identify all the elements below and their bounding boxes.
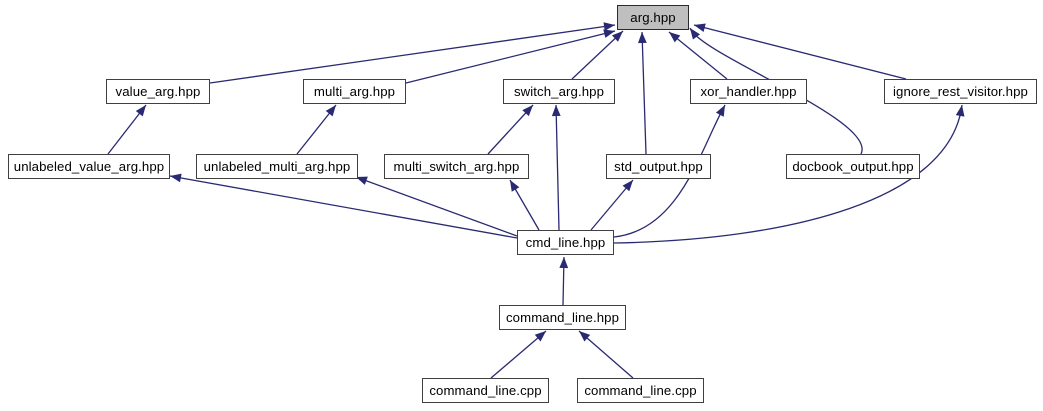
edge-arrowhead [622,180,633,192]
edge-unlabeled_multi_arg-to-multi_arg [296,104,337,155]
edge-value_arg-to-arg [209,24,616,84]
edge-arrowhead [135,105,146,117]
graph-node-xor_handler[interactable]: xor_handler.hpp [690,79,807,104]
edge-command_line_cpp_2-to-command_line_hpp [578,330,634,379]
edge-arrowhead [551,105,561,117]
edge-cmd_line-to-unlabeled_value_arg [169,175,518,239]
graph-node-label: command_line.hpp [505,309,620,325]
edge-arrowhead [603,22,615,31]
graph-node-label: multi_arg.hpp [313,83,396,99]
edge-arrowhead [694,23,706,32]
graph-node-command_line_cpp_2[interactable]: command_line.cpp [577,378,704,403]
graph-node-label: unlabeled_multi_arg.hpp [203,158,351,174]
graph-node-label: ignore_rest_visitor.hpp [893,83,1028,99]
edge-xor_handler-to-arg [668,31,728,80]
graph-node-label: xor_handler.hpp [700,83,797,99]
edge-multi_arg-to-arg [405,30,616,84]
graph-node-label: command_line.cpp [584,382,697,398]
graph-node-label: unlabeled_value_arg.hpp [13,158,165,174]
graph-node-std_output[interactable]: std_output.hpp [606,154,711,179]
graph-node-value_arg[interactable]: value_arg.hpp [106,79,210,104]
edge-arrowhead [559,257,569,269]
graph-node-label: cmd_line.hpp [525,234,606,250]
graph-node-label: command_line.cpp [429,382,542,398]
graph-node-command_line_hpp[interactable]: command_line.hpp [499,305,626,330]
edge-cmd_line-to-switch_arg [555,104,560,231]
edge-arrowhead [690,28,701,40]
graph-node-label: std_output.hpp [614,158,703,174]
edge-arrowhead [715,105,725,117]
graph-node-label: multi_switch_arg.hpp [393,158,520,174]
edge-arrowhead [170,173,182,183]
edge-arrowhead [955,105,965,117]
edge-arrowhead [611,31,623,42]
graph-node-label: docbook_output.hpp [792,158,914,174]
edge-cmd_line-to-unlabeled_multi_arg [355,176,518,237]
graph-node-multi_switch_arg[interactable]: multi_switch_arg.hpp [384,154,529,179]
edge-cmd_line-to-multi_switch_arg [509,179,540,231]
edge-command_line_hpp-to-cmd_line [562,256,565,306]
edge-arrowhead [510,180,520,192]
graph-node-multi_arg[interactable]: multi_arg.hpp [303,79,406,104]
graph-node-unlabeled_multi_arg[interactable]: unlabeled_multi_arg.hpp [196,154,358,179]
edge-arrowhead [579,331,591,342]
graph-node-label: value_arg.hpp [115,83,201,99]
graph-node-unlabeled_value_arg[interactable]: unlabeled_value_arg.hpp [8,154,170,179]
edge-arrowhead [522,105,533,117]
graph-node-command_line_cpp_1[interactable]: command_line.cpp [422,378,549,403]
edge-multi_switch_arg-to-switch_arg [487,104,534,155]
graph-node-cmd_line[interactable]: cmd_line.hpp [517,230,614,255]
edge-unlabeled_value_arg-to-value_arg [107,104,147,155]
graph-node-label: switch_arg.hpp [513,83,605,99]
edge-command_line_cpp_1-to-command_line_hpp [490,330,547,379]
edge-arrowhead [534,331,546,342]
edge-arrowhead [325,105,336,117]
graph-node-arg[interactable]: arg.hpp [617,5,689,30]
edge-ignore_rest_visitor-to-arg [693,24,907,80]
edge-arrowhead [669,32,681,43]
graph-node-ignore_rest_visitor[interactable]: ignore_rest_visitor.hpp [884,79,1037,104]
edge-switch_arg-to-arg [571,30,624,80]
edge-cmd_line-to-std_output [590,179,634,231]
edge-arrowhead [637,32,647,44]
graph-node-switch_arg[interactable]: switch_arg.hpp [503,79,615,104]
graph-node-label: arg.hpp [630,9,676,25]
edge-std_output-to-arg [641,31,647,155]
edge-arrowhead [603,29,615,38]
graph-node-docbook_output[interactable]: docbook_output.hpp [786,154,920,179]
